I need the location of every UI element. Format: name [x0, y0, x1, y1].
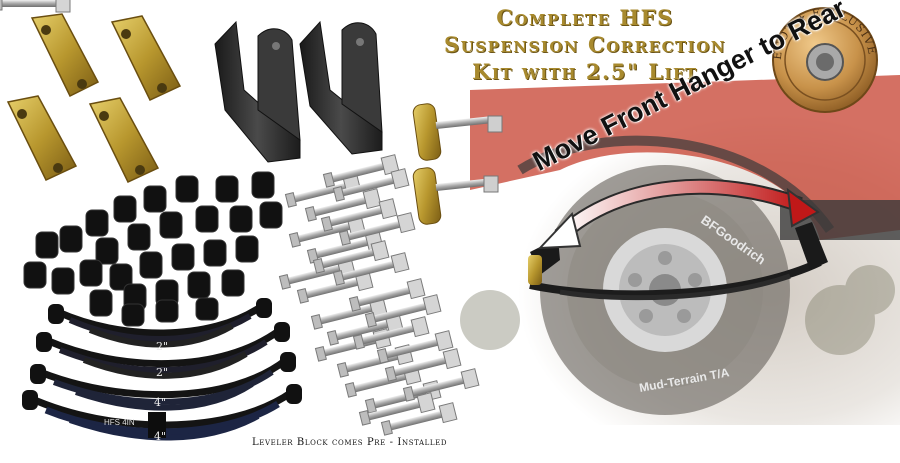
vehicle-scene: BFGoodrich Mud-Terrain T/A [440, 75, 900, 425]
plate-bolt [412, 167, 499, 225]
leaf-spring [48, 298, 272, 348]
leaf-spring-label-3: 4" [154, 396, 167, 409]
bolt-set [0, 0, 71, 13]
leaf-spring-label-2: 2" [156, 366, 169, 379]
leaf-spring-label-1: 2" [156, 340, 169, 353]
rear-hanger [795, 222, 828, 270]
leaf-spring [30, 352, 296, 411]
bushing-set [23, 171, 283, 327]
leaf-spring-brand: HFS 4IN [104, 418, 135, 427]
title-line-1: Complete HFS [496, 5, 674, 30]
plate-bolts [412, 103, 503, 225]
hanger-bracket [214, 20, 301, 163]
shackle-group [6, 13, 182, 183]
gold-shackle [30, 13, 100, 98]
bushings [23, 171, 283, 327]
hanger-brackets [214, 20, 383, 163]
hanger-bracket [299, 20, 383, 155]
leaf-spring [36, 322, 290, 379]
plate-bolt [412, 103, 503, 161]
move-arrow [537, 178, 820, 250]
title-line-3: Kit with 2.5" Lift [472, 59, 698, 84]
gold-shackle [6, 95, 78, 181]
leaf-spring [22, 384, 302, 441]
leveler-caption: Leveler Block comes Pre - Installed [252, 437, 448, 448]
title-line-2: Suspension Correction [444, 32, 726, 57]
arrow-head-left [537, 211, 582, 250]
kit-title: Complete HFS Suspension Correction Kit w… [410, 4, 760, 85]
gold-shackle [88, 97, 160, 183]
gold-shackle [110, 15, 182, 101]
leaf-springs [22, 298, 302, 441]
arrow-head-right [786, 187, 820, 228]
leaf-spring-label-4: 4" [154, 430, 167, 443]
